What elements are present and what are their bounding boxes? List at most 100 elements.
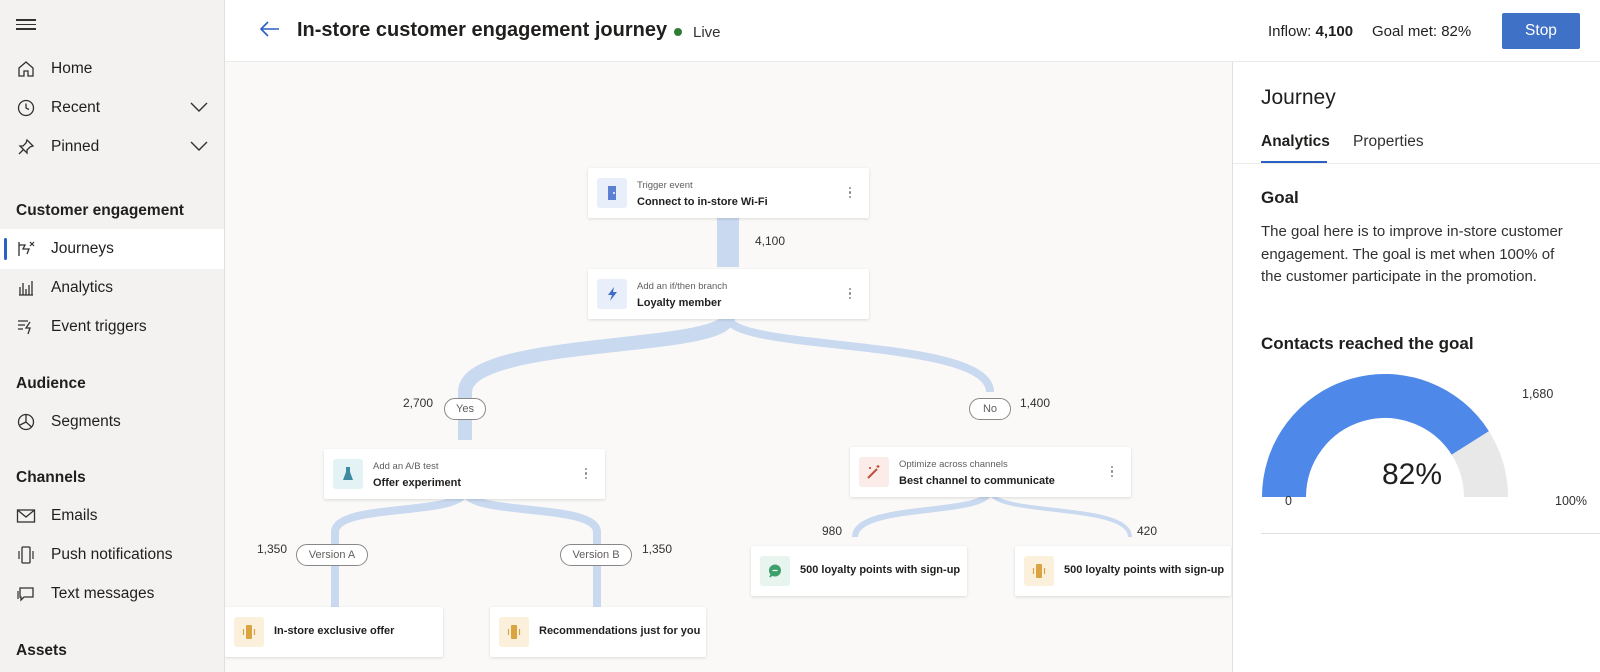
channel-1-count: 980 [822,524,843,538]
phone-icon [16,545,36,565]
sidebar-item-recent[interactable]: Recent [0,88,224,128]
sidebar-item-event-triggers[interactable]: Event triggers [0,307,224,347]
back-arrow-icon[interactable] [259,20,281,43]
channel-2-count: 420 [1137,524,1158,538]
more-options-icon[interactable] [849,286,853,301]
inflow-value: 4,100 [1315,23,1354,40]
pin-icon [16,137,36,157]
node-title: 500 loyalty points with sign-up [1064,564,1225,576]
clock-icon [16,98,36,118]
node-subtitle: Trigger event [637,180,693,191]
contacts-heading: Contacts reached the goal [1261,334,1474,353]
ab-test-node[interactable]: Add an A/B test Offer experiment [324,449,605,499]
sidebar-item-emails[interactable]: Emails [0,496,224,536]
trigger-event-node[interactable]: Trigger event Connect to in-store Wi-Fi [588,168,869,218]
more-options-icon[interactable] [849,185,853,200]
more-options-icon[interactable] [1111,464,1115,479]
journeys-icon [16,239,36,259]
sidebar-item-segments[interactable]: Segments [0,402,224,442]
inflow-stat: Inflow: 4,100 [1268,23,1353,40]
sidebar-item-label: Home [51,60,93,77]
status-badge: Live [693,24,721,41]
gauge-fill [1262,374,1489,498]
node-title: 500 loyalty points with sign-up [800,564,961,576]
goal-heading: Goal [1261,188,1299,207]
tab-properties[interactable]: Properties [1353,133,1424,150]
chevron-down-icon[interactable] [190,139,208,157]
chat-channel-node[interactable]: 500 loyalty points with sign-up [751,546,967,596]
node-title: Loyalty member [637,297,722,309]
magic-wand-icon [859,457,889,487]
no-count: 1,400 [1020,396,1051,410]
panel-title: Journey [1261,86,1336,109]
journey-flow-lines [331,216,1132,610]
version-b-label[interactable]: Version B [560,544,632,566]
gauge-max-label: 100% [1555,494,1587,508]
goal-gauge [1262,374,1508,498]
active-tab-indicator [1261,161,1327,163]
sidebar-item-push-notifications[interactable]: Push notifications [0,535,224,575]
node-subtitle: Add an A/B test [373,461,439,472]
sidebar-item-journeys[interactable]: Journeys [0,229,224,269]
sidebar-item-home[interactable]: Home [0,49,224,89]
version-a-count: 1,350 [257,542,288,556]
chevron-down-icon[interactable] [190,100,208,118]
yes-count: 2,700 [403,396,434,410]
version-a-leaf-node[interactable]: In-store exclusive offer [225,607,443,657]
if-then-branch-node[interactable]: Add an if/then branch Loyalty member [588,269,869,319]
journey-canvas[interactable]: Trigger event Connect to in-store Wi-Fi … [225,62,1232,672]
panel-divider [1261,533,1600,534]
page-title: In-store customer engagement journey [297,19,668,41]
sidebar-item-label: Text messages [51,585,155,602]
chat-bubble-icon [760,556,790,586]
section-audience: Audience [16,375,86,392]
header: In-store customer engagement journey Liv… [225,0,1600,62]
goal-met-value: 82% [1441,23,1472,40]
node-subtitle: Add an if/then branch [637,281,728,292]
hamburger-menu-icon[interactable] [16,16,36,32]
no-branch-label[interactable]: No [969,398,1011,420]
yes-branch-label[interactable]: Yes [444,398,486,420]
node-title: In-store exclusive offer [274,625,395,637]
segments-icon [16,412,36,432]
node-title: Best channel to communicate [899,475,1055,487]
sidebar-item-analytics[interactable]: Analytics [0,268,224,308]
section-customer-engagement: Customer engagement [16,202,184,219]
mail-icon [16,506,36,526]
version-b-count: 1,350 [642,542,673,556]
goal-description: The goal here is to improve in-store cus… [1261,223,1563,285]
section-assets: Assets [16,642,67,659]
inflow-label: Inflow: [1268,23,1312,40]
version-b-leaf-node[interactable]: Recommendations just for you [490,607,706,657]
sidebar-item-label: Analytics [51,279,114,296]
door-icon [597,178,627,208]
journey-properties-panel: Journey Analytics Properties Goal The go… [1232,62,1600,672]
chat-icon [16,584,36,604]
version-a-label[interactable]: Version A [296,544,368,566]
sidebar-item-label: Segments [51,413,121,430]
gauge-target-label: 1,680 [1522,387,1554,401]
tab-analytics[interactable]: Analytics [1261,133,1330,150]
sidebar-item-label: Event triggers [51,318,147,335]
sidebar-item-label: Journeys [51,240,114,257]
sidebar-item-label: Recent [51,99,101,116]
sidebar-item-pinned[interactable]: Pinned [0,127,224,167]
gauge-min-label: 0 [1285,494,1292,508]
sidebar-item-text-messages[interactable]: Text messages [0,574,224,614]
node-title: Offer experiment [373,477,462,489]
push-channel-node[interactable]: 500 loyalty points with sign-up [1015,546,1231,596]
sidebar-item-label: Emails [51,507,98,524]
more-options-icon[interactable] [585,466,589,481]
node-subtitle: Optimize across channels [899,459,1008,470]
gauge-percent: 82% [1381,458,1443,491]
sidebar-item-label: Pinned [51,138,100,155]
node-title: Recommendations just for you [539,625,701,637]
goal-met-label: Goal met: [1372,23,1438,40]
event-triggers-icon [16,317,36,337]
stop-button[interactable]: Stop [1502,13,1580,49]
trigger-count: 4,100 [755,234,786,248]
sidebar-item-label: Push notifications [51,546,173,563]
phone-icon [499,617,529,647]
optimize-channels-node[interactable]: Optimize across channels Best channel to… [850,447,1131,497]
live-status-dot [674,28,682,36]
